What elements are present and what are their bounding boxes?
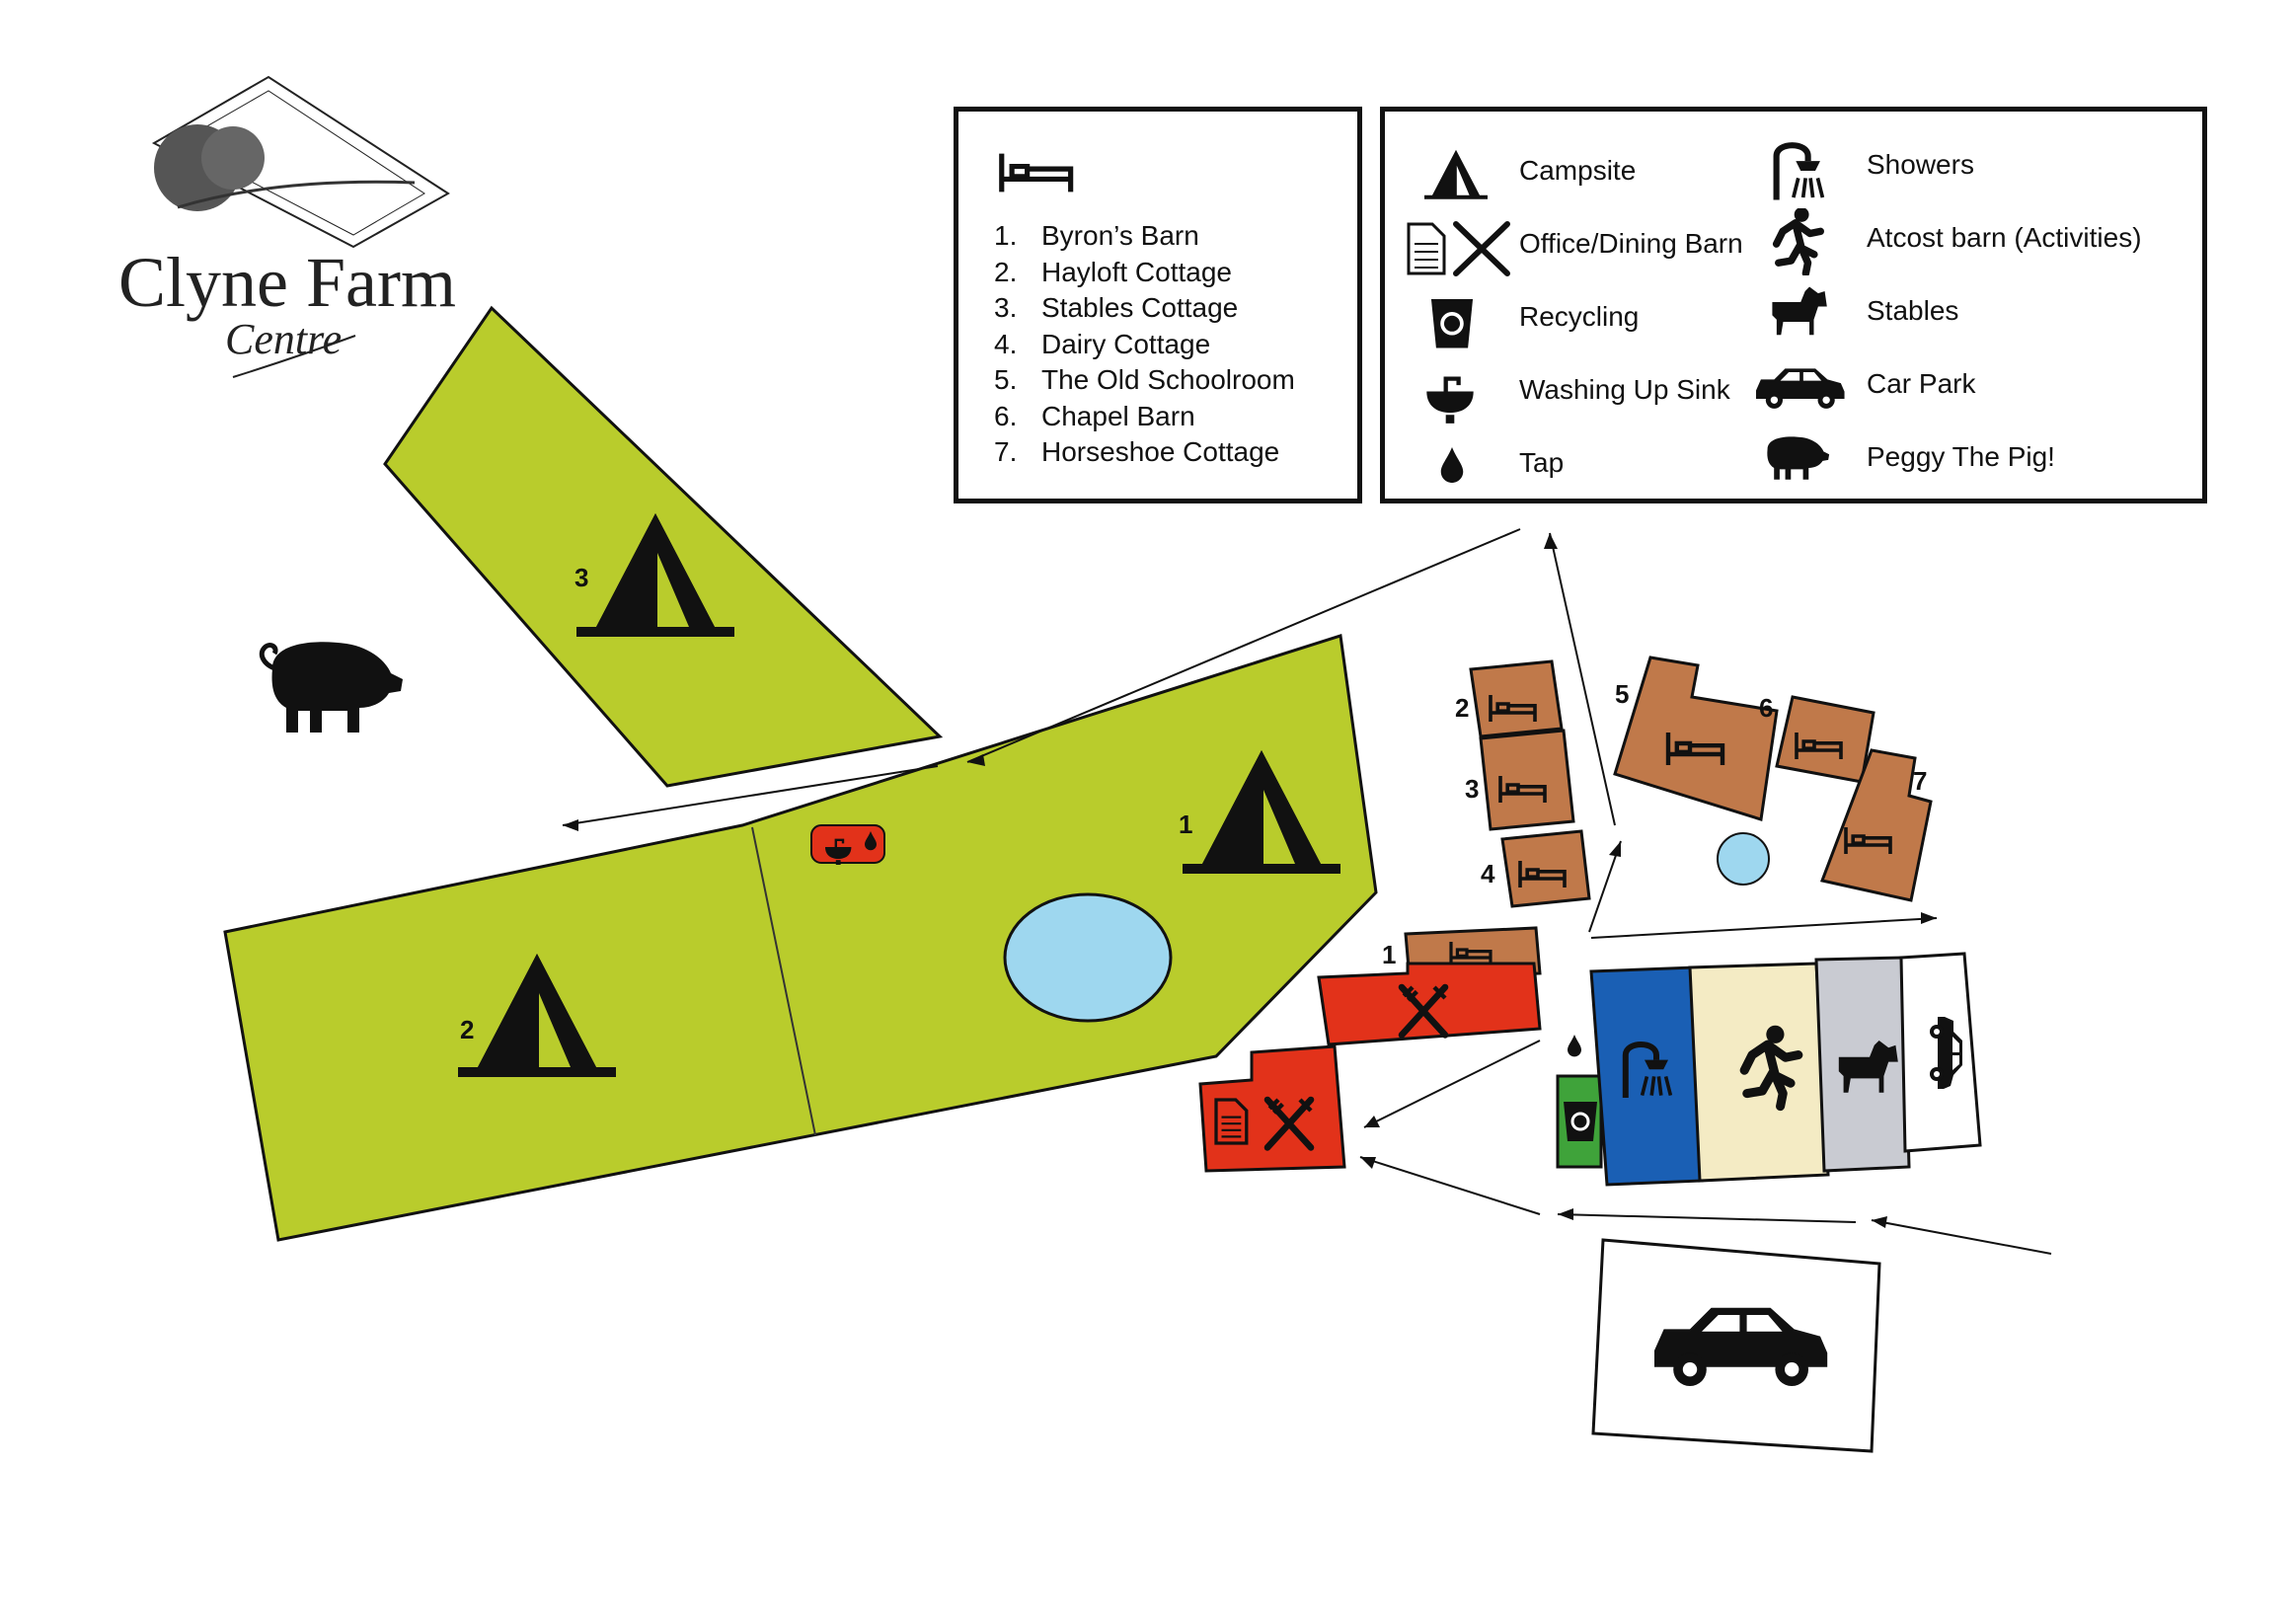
building-4-label: 4 [1481, 859, 1495, 888]
bed-icon [999, 153, 1074, 193]
legend-activities: Atcost barn (Activities) [1867, 222, 2142, 253]
list-item: 7.Horseshoe Cottage [994, 436, 1280, 467]
cottage-2 [1469, 659, 1564, 738]
cottage-3 [1479, 729, 1575, 831]
building-7-label: 7 [1913, 766, 1927, 796]
route-arrows [562, 528, 2052, 1255]
car-icon [1756, 368, 1845, 409]
recycling-building [1556, 1074, 1603, 1169]
horse-icon [1772, 286, 1827, 336]
building-6-label: 6 [1759, 693, 1773, 723]
tap-marker [1568, 1035, 1581, 1057]
tent-icon [1424, 149, 1488, 199]
logo-title: Clyne Farm [118, 243, 456, 322]
facilities-legend: Campsite Office/Dining Barn Recycling Wa… [1380, 107, 2207, 503]
activities-building [1688, 962, 1830, 1183]
cottage-7 [1819, 748, 1933, 902]
office-barn [1198, 1044, 1346, 1173]
field-divider [751, 826, 816, 1136]
legend-tap: Tap [1519, 447, 1565, 478]
water-drop-icon [1440, 447, 1464, 483]
list-item: 4.Dairy Cottage [994, 328, 1211, 359]
dining-barn [1317, 962, 1542, 1046]
legend-showers: Showers [1867, 149, 1974, 180]
cottage-4 [1500, 829, 1591, 908]
list-item: 6.Chapel Barn [994, 400, 1195, 431]
legend-recycling: Recycling [1519, 301, 1640, 332]
recycle-bin-icon [1430, 299, 1474, 348]
pig-icon [262, 642, 403, 733]
legend-washing-up: Washing Up Sink [1519, 374, 1730, 405]
building-1-label: 1 [1382, 940, 1396, 969]
showers-building [1589, 965, 1704, 1187]
logo: Clyne Farm Centre [118, 75, 456, 378]
building-2-label: 2 [1455, 693, 1469, 723]
small-pond [1717, 832, 1770, 886]
building-3-label: 3 [1465, 774, 1479, 804]
campsite-field-main [223, 634, 1378, 1242]
legend-pig: Peggy The Pig! [1867, 441, 2055, 472]
pig-icon [1767, 436, 1830, 480]
field-3-label: 3 [574, 563, 588, 592]
car-park [1591, 1238, 1881, 1453]
list-item: 2.Hayloft Cottage [994, 256, 1232, 287]
stables-building [1814, 956, 1911, 1173]
accommodation-list: 1.Byron’s Barn 2.Hayloft Cottage 3.Stabl… [994, 218, 1295, 471]
logo-subtitle: Centre [225, 315, 342, 363]
shower-icon [1773, 142, 1825, 200]
legend-office-dining: Office/Dining Barn [1519, 228, 1743, 259]
pond [1003, 892, 1173, 1023]
list-item: 1.Byron’s Barn [994, 220, 1199, 251]
building-5-label: 5 [1615, 679, 1629, 709]
list-item: 5.The Old Schoolroom [994, 364, 1295, 395]
cottage-6 [1775, 695, 1875, 784]
legend-campsite: Campsite [1519, 155, 1637, 186]
sink-icon [1426, 376, 1474, 424]
running-person-icon [1772, 208, 1824, 275]
document-cutlery-icon [1407, 221, 1510, 276]
field-1-label: 1 [1179, 810, 1192, 839]
accommodation-legend: 1.Byron’s Barn 2.Hayloft Cottage 3.Stabl… [954, 107, 1362, 503]
legend-stables: Stables [1867, 295, 1959, 326]
legend-car-park: Car Park [1867, 368, 1976, 399]
list-item: 3.Stables Cottage [994, 292, 1239, 323]
route-arrowheads [563, 533, 1937, 1228]
cottage-5 [1613, 656, 1779, 821]
field-2-label: 2 [460, 1015, 474, 1044]
car-park-small [1899, 952, 1982, 1153]
washing-up-sink-marker [810, 824, 885, 867]
